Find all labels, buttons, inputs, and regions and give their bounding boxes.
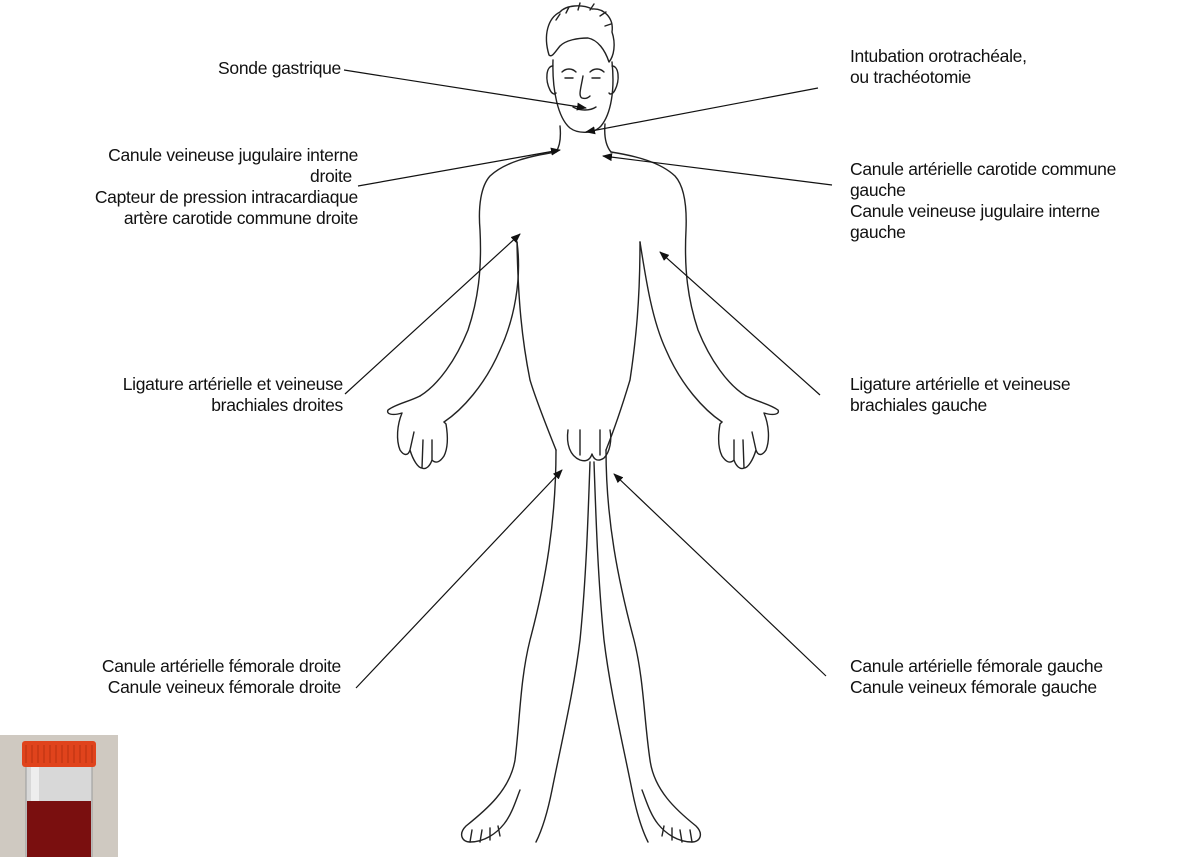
label-jugulaire-droite: Canule veineuse jugulaire interne droite… xyxy=(95,145,358,229)
left-leg-outer xyxy=(462,450,556,842)
label-sonde-gastrique: Sonde gastrique xyxy=(218,58,341,79)
left-leg-inner xyxy=(536,462,590,842)
hair xyxy=(546,6,614,62)
nose xyxy=(580,76,590,98)
pointer-lines xyxy=(344,70,832,688)
pointer-femorale-gauche xyxy=(614,474,826,676)
torso-left xyxy=(517,242,556,450)
pointer-brachiale-droite xyxy=(345,234,520,394)
human-figure xyxy=(388,3,779,842)
groin xyxy=(568,430,611,461)
right-hand xyxy=(719,396,779,469)
pointer-carotide-gauche xyxy=(603,156,832,185)
label-intubation: Intubation orotrachéale, ou trachéotomie xyxy=(850,46,1027,88)
right-arm-inner xyxy=(640,242,722,422)
label-brachiale-gauche: Ligature artérielle et veineuse brachial… xyxy=(850,374,1070,416)
label-femorale-droite: Canule artérielle fémorale droite Canule… xyxy=(102,656,341,698)
label-brachiale-droite: Ligature artérielle et veineuse brachial… xyxy=(123,374,343,416)
right-leg-outer xyxy=(606,450,700,842)
pointer-jugulaire-droite xyxy=(358,150,560,186)
face xyxy=(553,60,613,132)
torso-right xyxy=(606,242,640,450)
pointer-brachiale-gauche xyxy=(660,252,820,395)
right-leg-inner xyxy=(594,462,648,842)
label-carotide-gauche: Canule artérielle carotide commune gauch… xyxy=(850,159,1116,243)
pointer-femorale-droite xyxy=(356,470,562,688)
blood-tube-icon xyxy=(0,735,118,857)
label-femorale-gauche: Canule artérielle fémorale gauche Canule… xyxy=(850,656,1103,698)
left-hand xyxy=(388,396,448,469)
pointer-intubation xyxy=(586,88,818,132)
neck xyxy=(556,124,611,152)
left-shoulder-arm-outer xyxy=(420,152,556,396)
right-shoulder-arm-outer xyxy=(611,152,746,396)
blood-sample-tube-photo xyxy=(0,735,118,857)
